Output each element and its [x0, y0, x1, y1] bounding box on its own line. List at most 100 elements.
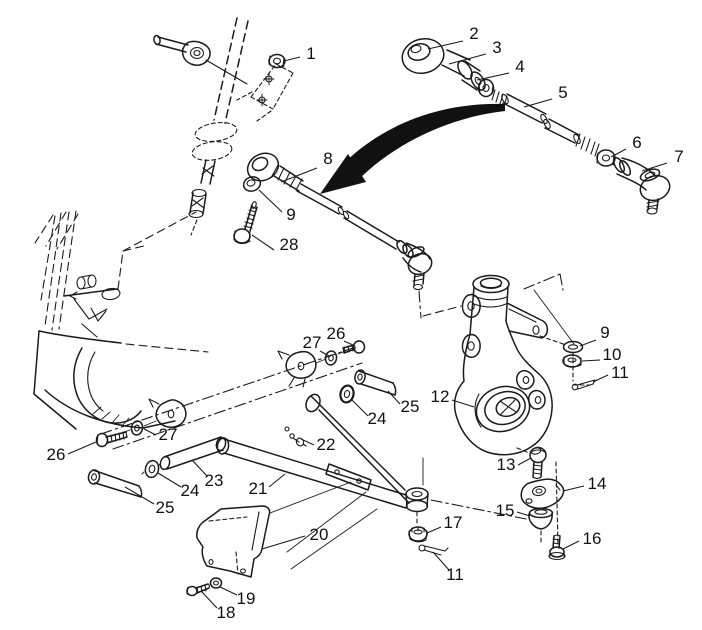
callout-leader-21 [268, 473, 286, 488]
frame-body [33, 210, 363, 450]
callout-9: 9 [286, 205, 295, 224]
callout-leader-24 [157, 472, 182, 488]
callout-11: 11 [446, 565, 464, 584]
callout-leader-27 [143, 428, 157, 436]
callout-23: 23 [205, 471, 224, 490]
callout-leader-8 [280, 167, 318, 183]
guard-20 [196, 481, 378, 578]
rotation-arrow [320, 103, 505, 194]
washer-9-upper [242, 176, 262, 192]
callout-9: 9 [600, 323, 609, 342]
callout-leader-28 [251, 234, 275, 251]
callout-leader-1 [283, 56, 301, 62]
callout-27: 27 [303, 333, 322, 352]
callout-4: 4 [515, 57, 524, 76]
bolt-18 [186, 583, 210, 597]
callout-leader-5 [523, 98, 553, 108]
callout-leader-9 [258, 189, 283, 213]
ball-joint-15 [528, 507, 554, 546]
alignment-dash-14 [555, 461, 559, 546]
callout-18: 18 [217, 603, 236, 622]
callout-leader-2 [427, 40, 464, 50]
callout-leader-15 [516, 511, 531, 517]
callout-leader-11 [592, 374, 609, 383]
callout-leader-13 [517, 457, 532, 466]
bracket-front [148, 398, 187, 428]
bolt-28 [233, 201, 258, 245]
callout-24: 24 [368, 409, 387, 428]
callout-6: 6 [632, 133, 641, 152]
callout-leader-25 [387, 390, 401, 405]
callout-leader-4 [476, 72, 510, 81]
callout-leader-25 [124, 486, 155, 505]
callout-leader-12 [451, 399, 475, 408]
ball-joint-axis-line [430, 499, 527, 520]
callout-12: 12 [431, 387, 450, 406]
steering-column [153, 17, 294, 236]
callout-13: 13 [497, 455, 516, 474]
washer-27-rear [324, 350, 338, 366]
callout-25: 25 [156, 498, 175, 517]
callout-20: 20 [310, 525, 329, 544]
callout-leader-17 [426, 526, 442, 534]
callout-28: 28 [280, 235, 299, 254]
nut-10 [562, 354, 582, 368]
bolt-26-rear [342, 340, 366, 354]
callout-leader-9 [579, 339, 597, 347]
washer-27-front [130, 420, 144, 436]
alignment-dashes-right [572, 351, 591, 386]
callout-layer: 1234567892891011121314151617111819202122… [47, 24, 684, 622]
callout-leader-6 [610, 148, 627, 158]
callout-leader-22 [300, 438, 315, 446]
callout-leader-10 [581, 359, 601, 362]
callout-19: 19 [237, 589, 256, 608]
callout-leader-23 [191, 459, 208, 477]
callout-3: 3 [492, 38, 501, 57]
alignment-lines-front [111, 420, 161, 475]
nut-1 [268, 53, 286, 69]
callout-24: 24 [181, 481, 200, 500]
callout-leader-26 [67, 441, 97, 455]
callout-leader-19 [219, 586, 238, 596]
a-arm-21 [216, 393, 429, 513]
grease-fitting-22 [284, 426, 307, 447]
washer-19 [209, 577, 223, 589]
tie-rod-8 [246, 152, 462, 319]
callout-1: 1 [306, 44, 315, 63]
callout-leader-18 [201, 591, 218, 609]
bolt-26-front [95, 431, 128, 448]
callout-leader-27 [319, 350, 330, 357]
callout-leader-7 [641, 162, 668, 172]
tie-rod-upper-assembly [401, 37, 671, 215]
bolt-16 [548, 534, 566, 561]
bolt-13 [529, 446, 547, 480]
washer-24-rear [339, 384, 355, 404]
sleeve-25-front [87, 469, 143, 498]
callout-leader-11 [432, 551, 450, 571]
callout-leader-24 [350, 398, 369, 417]
callout-8: 8 [323, 149, 332, 168]
callout-10: 10 [603, 345, 622, 364]
callout-7: 7 [674, 147, 683, 166]
washer-24-front [144, 459, 160, 479]
callout-26: 26 [327, 324, 346, 343]
callout-25: 25 [401, 397, 420, 416]
plate-14 [520, 478, 565, 509]
callout-16: 16 [583, 529, 602, 548]
callout-27: 27 [159, 425, 178, 444]
callout-11: 11 [611, 363, 629, 382]
pivot-tube-23 [159, 436, 227, 471]
callout-2: 2 [469, 24, 478, 43]
callout-17: 17 [444, 513, 463, 532]
callout-5: 5 [558, 83, 567, 102]
callout-leader-3 [448, 53, 487, 65]
callout-leader-16 [562, 540, 580, 550]
callout-26: 26 [47, 445, 66, 464]
knuckle-12 [453, 273, 575, 456]
bracket-rear [277, 350, 317, 388]
callout-leader-20 [261, 535, 306, 550]
callout-22: 22 [317, 435, 336, 454]
sleeve-25-rear [354, 369, 397, 396]
